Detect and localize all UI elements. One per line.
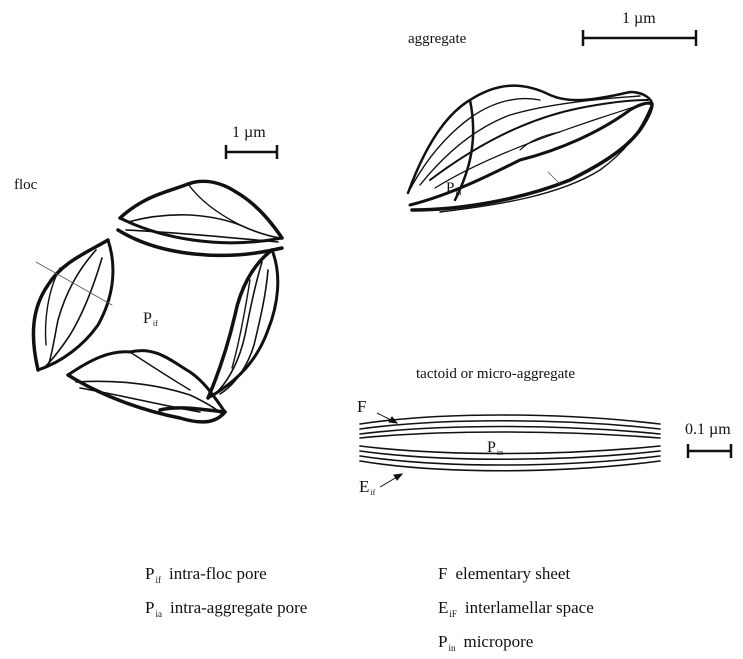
tactoid-drawing: [360, 415, 660, 471]
aggregate-scale-bar: [583, 30, 696, 46]
floc-drawing: [33, 181, 282, 422]
floc-bottom-particle: [68, 351, 225, 422]
floc-scale-label: 1 µm: [232, 125, 266, 141]
aggregate-drawing: [408, 86, 652, 212]
floc-left-particle: [33, 240, 113, 370]
tactoid-scale-label: 0.1 µm: [685, 422, 731, 438]
p-in-label: Pin: [487, 440, 503, 457]
p-if-label: Pif: [143, 311, 158, 328]
e-if-label: Eif: [359, 478, 375, 497]
aggregate-scale-label: 1 µm: [622, 11, 656, 27]
f-label: F: [357, 398, 366, 415]
tactoid-label: tactoid or micro-aggregate: [416, 367, 575, 382]
floc-label: floc: [14, 178, 37, 193]
tactoid-scale-bar: [688, 444, 731, 458]
p-ia-label: Pia: [446, 181, 461, 197]
floc-scale-bar: [226, 145, 277, 159]
floc-top-particle: [118, 181, 282, 255]
floc-right-particle: [208, 250, 278, 398]
aggregate-label: aggregate: [408, 32, 466, 47]
